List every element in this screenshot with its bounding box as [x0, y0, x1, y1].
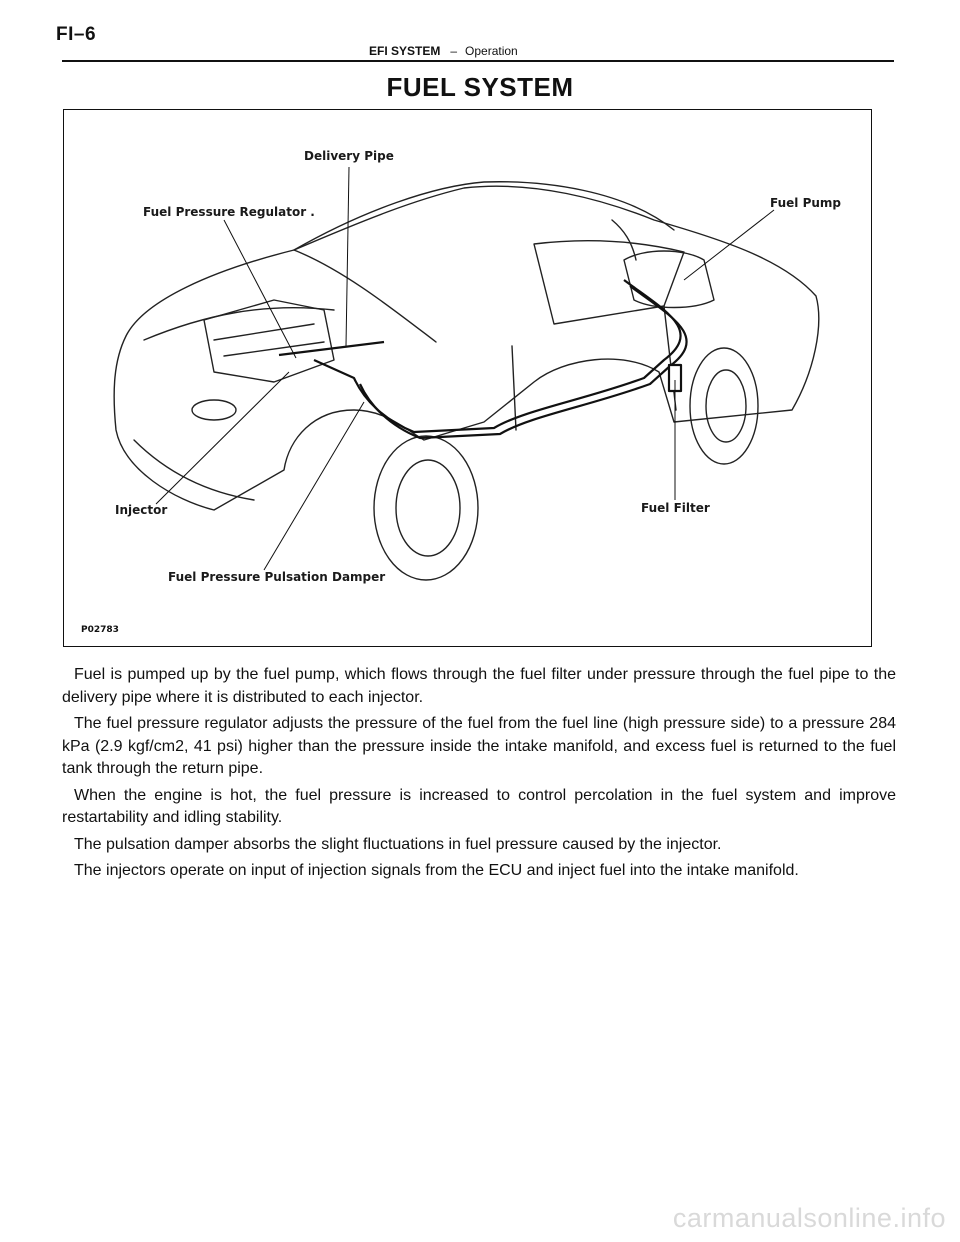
fuel-system-diagram: Delivery Pipe Fuel Pressure Regulator . … — [63, 109, 872, 647]
front-bumper — [133, 439, 255, 501]
figure-code: P02783 — [81, 625, 119, 635]
label-fuel-pump: Fuel Pump — [770, 196, 842, 210]
headlight — [191, 399, 237, 421]
system-name: EFI SYSTEM — [369, 44, 441, 58]
label-injector: Injector — [115, 503, 168, 517]
engine-detail — [213, 323, 325, 357]
side-window — [533, 240, 685, 325]
leader-lines — [155, 166, 775, 571]
door-line — [511, 345, 517, 431]
car-illustration — [113, 166, 820, 581]
return-line — [358, 285, 688, 440]
door-line-rear — [663, 305, 677, 411]
leader-regulator — [223, 219, 297, 359]
front-wheel-inner — [395, 459, 461, 557]
fuel-lines — [278, 279, 688, 440]
rear-wheel — [689, 347, 759, 465]
watermark: carmanualsonline.info — [672, 1203, 946, 1233]
body-text: Fuel is pumped up by the fuel pump, whic… — [62, 664, 896, 887]
section-header: EFI SYSTEM–Operation — [369, 44, 518, 58]
header-separator: – — [450, 44, 458, 58]
car-body-outline — [113, 185, 820, 511]
label-fuel-filter: Fuel Filter — [641, 501, 710, 515]
page-title: FUEL SYSTEM — [386, 72, 574, 102]
hood-crease — [143, 306, 335, 341]
front-wheel — [373, 435, 479, 581]
section-name: Operation — [465, 44, 518, 58]
page-number: FI–6 — [56, 24, 97, 45]
leader-fuel-pump — [683, 209, 775, 281]
leader-damper — [263, 401, 365, 571]
leader-injector — [155, 371, 290, 505]
roof-line — [293, 181, 675, 251]
leader-delivery-pipe — [345, 166, 350, 347]
label-fuel-pressure-regulator: Fuel Pressure Regulator . — [143, 205, 315, 219]
filler-neck — [611, 219, 637, 261]
paragraph: The fuel pressure regulator adjusts the … — [62, 715, 896, 777]
rear-wheel-inner — [705, 369, 747, 443]
header-rule — [62, 60, 894, 62]
engine — [203, 299, 335, 383]
paragraph: The pulsation damper absorbs the slight … — [74, 835, 722, 853]
windshield — [293, 249, 437, 343]
paragraph: The injectors operate on input of inject… — [74, 862, 799, 879]
label-pulsation-damper: Fuel Pressure Pulsation Damper — [168, 570, 386, 584]
paragraph: Fuel is pumped up by the fuel pump, whic… — [62, 666, 896, 706]
paragraph: When the engine is hot, the fuel pressur… — [62, 786, 896, 827]
fuel-line — [313, 279, 682, 434]
fuel-tank — [623, 250, 715, 309]
delivery-pipe — [278, 340, 385, 357]
label-delivery-pipe: Delivery Pipe — [304, 149, 394, 163]
